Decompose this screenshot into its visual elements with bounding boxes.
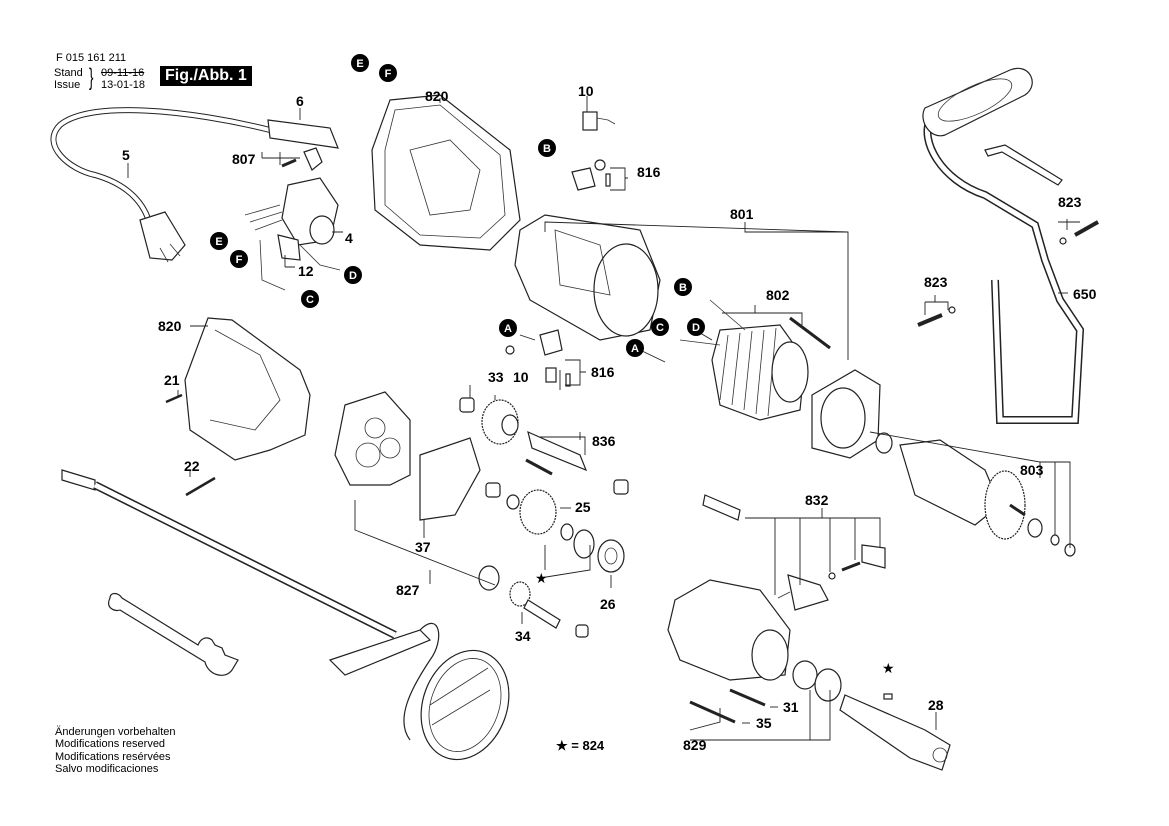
label-4: 4 (345, 230, 353, 246)
label-816-top: 816 (637, 164, 661, 180)
spindle-lock-part (702, 494, 886, 611)
label-801: 801 (730, 206, 754, 222)
label-823-b: 823 (924, 274, 948, 290)
label-35: 35 (756, 715, 772, 731)
label-820-top: 820 (425, 88, 449, 104)
connector-a-right: A (626, 339, 644, 357)
svg-text:F: F (236, 254, 243, 266)
connector-a-mid: A (499, 319, 517, 337)
stand-date: 09-11-16 (101, 67, 145, 79)
label-807: 807 (232, 151, 256, 167)
label-832: 832 (805, 492, 829, 508)
cable-sleeve-part (267, 119, 339, 149)
label-829: 829 (683, 737, 707, 753)
connector-c-left: C (301, 290, 319, 308)
label-5: 5 (122, 147, 130, 163)
label-28: 28 (928, 697, 944, 713)
label-26: 26 (600, 596, 616, 612)
label-10-top: 10 (578, 83, 594, 99)
label-34: 34 (515, 628, 531, 644)
label-827: 827 (396, 582, 420, 598)
gear-train-part (459, 397, 629, 638)
modification-notes: Änderungen vorbehalten Modifications res… (55, 726, 175, 776)
wrench-part (108, 592, 239, 676)
armature-part (875, 432, 1076, 557)
motor-housing-part (371, 94, 521, 251)
svg-text:B: B (679, 282, 687, 294)
field-housing-part (514, 214, 661, 341)
star-legend: ★ = 824 (556, 738, 605, 753)
stand-label: Stand (54, 67, 83, 79)
label-836: 836 (592, 433, 616, 449)
carbon-brush-top-part (571, 111, 616, 191)
svg-text:F: F (385, 68, 392, 80)
label-6: 6 (296, 93, 304, 109)
strain-relief-part (281, 147, 323, 171)
document-number: F 015 161 211 (56, 52, 127, 64)
connector-b-top: B (538, 139, 556, 157)
issue-date: 13-01-18 (101, 79, 146, 91)
gear-flange-part (334, 391, 411, 486)
connector-f-top: F (379, 64, 397, 82)
connector-b-right: B (674, 278, 692, 296)
power-cord-part (50, 107, 271, 263)
label-820-left: 820 (158, 318, 182, 334)
stator-part (679, 299, 831, 421)
part-labels: 6 5 807 820 4 12 10 816 801 802 823 823 … (122, 83, 1097, 753)
handle-part (917, 67, 1099, 424)
label-650: 650 (1073, 286, 1097, 302)
svg-text:C: C (306, 294, 314, 306)
label-33: 33 (488, 369, 504, 385)
connector-e-top: E (351, 54, 369, 72)
label-816-mid: 816 (591, 364, 615, 380)
label-37: 37 (415, 539, 431, 555)
note-es: Salvo modificaciones (55, 763, 159, 776)
svg-text:A: A (631, 343, 639, 355)
svg-text:E: E (215, 236, 222, 248)
connector-e-left: E (210, 232, 228, 250)
label-802: 802 (766, 287, 790, 303)
mixer-shaft-part (61, 469, 397, 639)
brace: } (89, 64, 94, 91)
svg-text:D: D (349, 270, 357, 282)
connector-d-right: D (687, 318, 705, 336)
switch-part (244, 177, 341, 291)
note-de: Änderungen vorbehalten (55, 726, 176, 738)
label-25: 25 (575, 499, 591, 515)
label-803: 803 (1020, 462, 1044, 478)
label-22: 22 (184, 458, 200, 474)
label-823-a: 823 (1058, 194, 1082, 210)
note-fr: Modifications resérvées (55, 750, 171, 763)
svg-text:C: C (656, 322, 664, 334)
note-en: Modifications reserved (55, 738, 166, 751)
label-21: 21 (164, 372, 180, 388)
gear-housing-part (667, 579, 842, 724)
mixer-paddle-part (328, 622, 510, 761)
gasket-part (419, 437, 481, 521)
star-marker-right: ★ (882, 660, 895, 676)
svg-text:E: E (356, 58, 363, 70)
label-10-mid: 10 (513, 369, 529, 385)
connector-markers: E F E F D C B B A C D A (210, 54, 705, 357)
label-12: 12 (298, 263, 314, 279)
connector-f-left: F (230, 250, 248, 268)
svg-text:D: D (692, 322, 700, 334)
fan-baffle-part (811, 369, 881, 459)
svg-text:B: B (543, 143, 551, 155)
leader-lines (127, 96, 1080, 741)
svg-text:A: A (504, 323, 512, 335)
connector-d-left: D (344, 266, 362, 284)
housing-half-part (165, 317, 311, 497)
connector-c-right: C (651, 318, 669, 336)
figure-label: Fig./Abb. 1 (160, 66, 252, 86)
star-marker-mid: ★ (535, 570, 548, 586)
issue-label: Issue (54, 79, 81, 91)
label-31: 31 (783, 699, 799, 715)
carbon-brush-mid-part (505, 329, 571, 387)
spindle-part (839, 693, 951, 771)
